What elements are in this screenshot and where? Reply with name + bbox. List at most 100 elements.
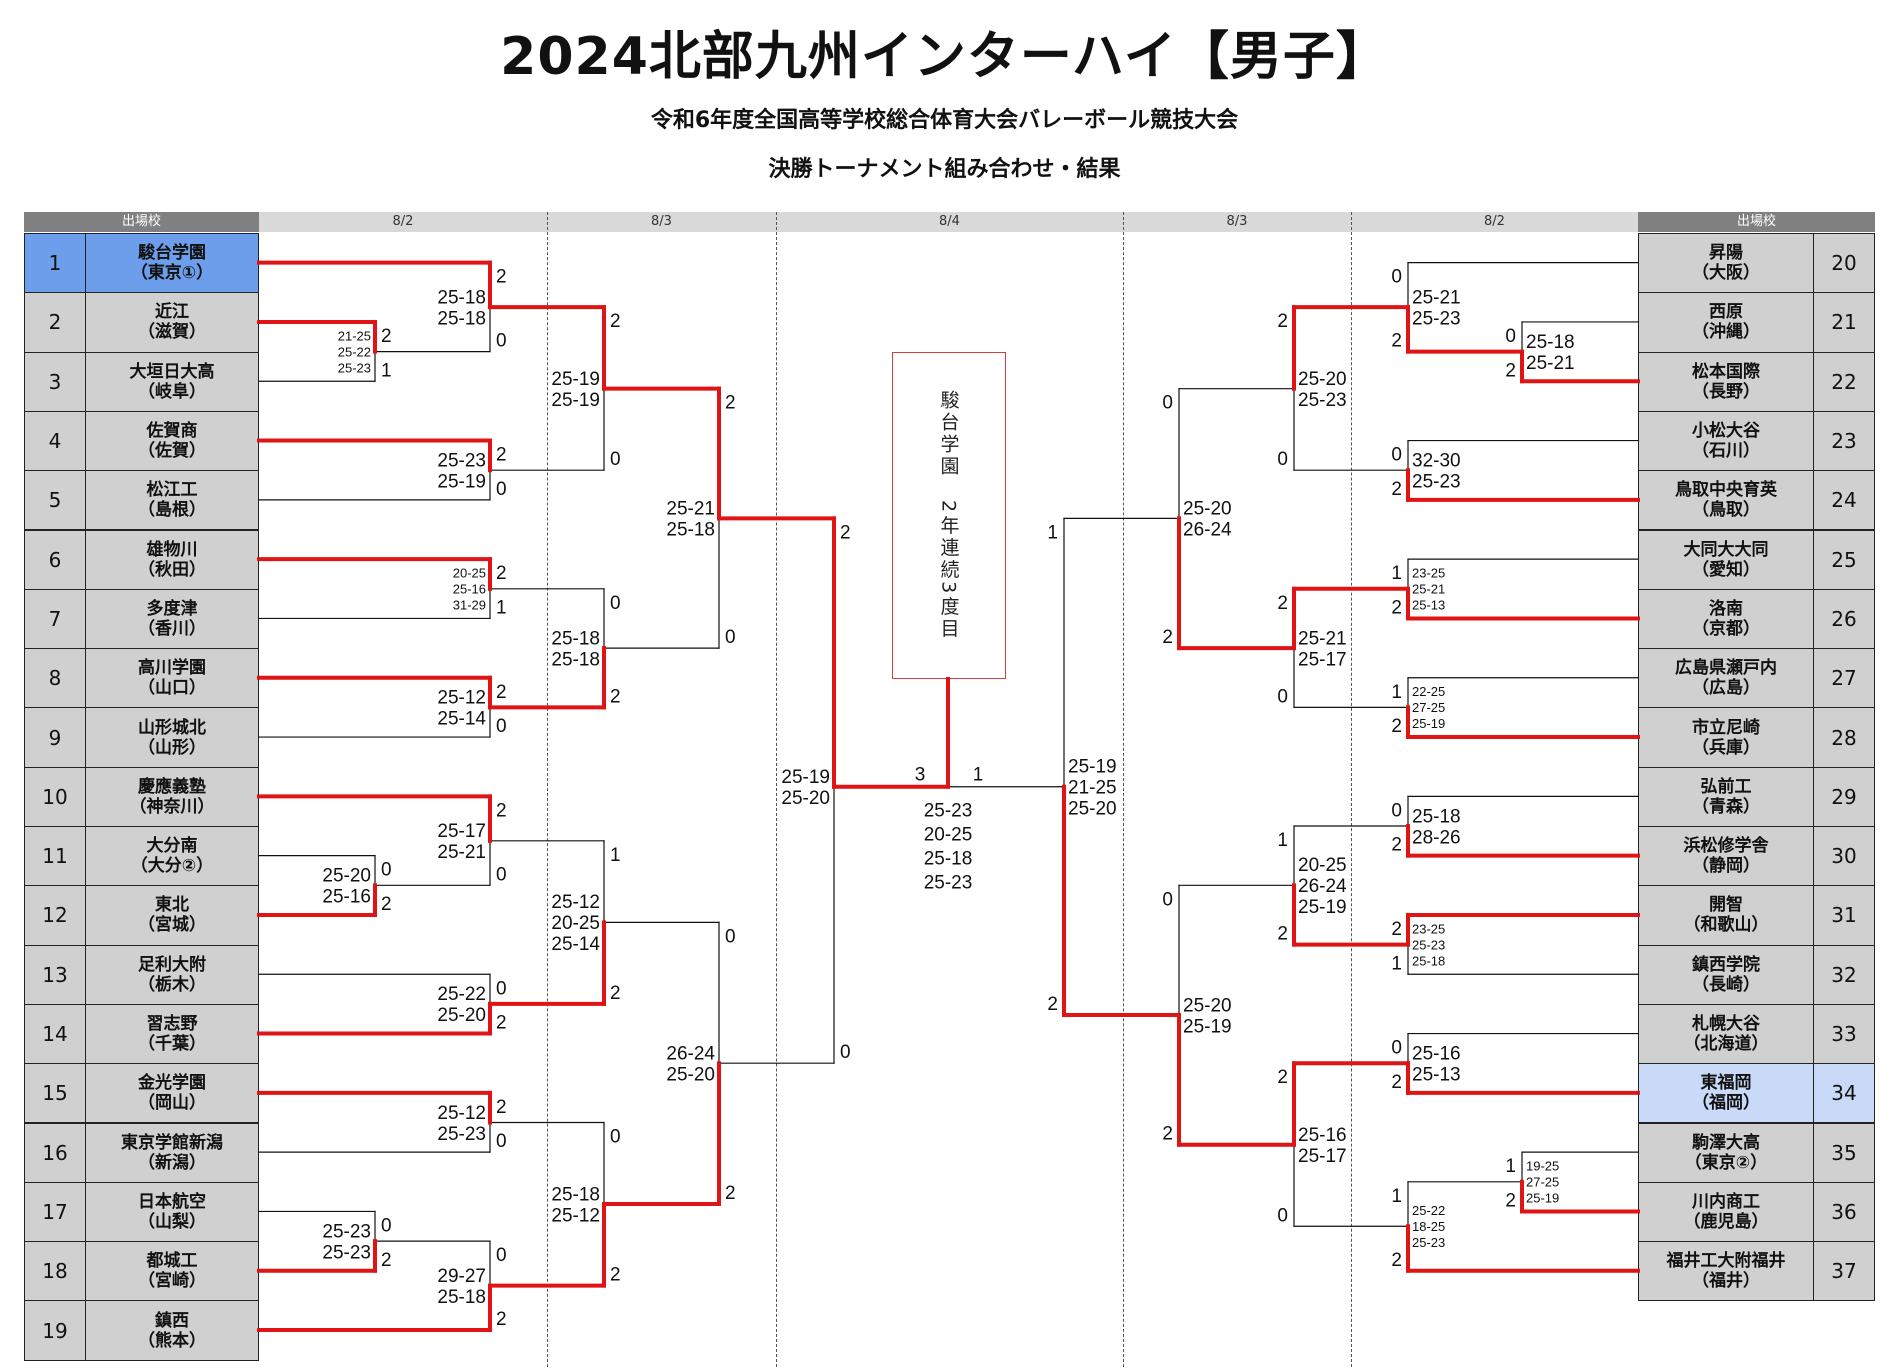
- sets-won-count: 2: [1277, 1067, 1288, 1088]
- team-name: 慶應義塾: [138, 776, 206, 797]
- sets-won-count: 0: [496, 479, 507, 500]
- team-prefecture: （大阪）: [1692, 263, 1760, 284]
- set-score: 25-23: [1412, 308, 1461, 329]
- sets-won-count: 1: [1391, 682, 1402, 703]
- set-score: 28-26: [1412, 827, 1461, 848]
- sets-won-count: 0: [610, 593, 621, 614]
- set-score: 25-21: [1412, 287, 1461, 308]
- set-score: 25-19: [1412, 716, 1445, 731]
- set-score: 25-23: [437, 1124, 486, 1145]
- set-score: 26-24: [1298, 876, 1347, 897]
- sets-won-count: 2: [381, 894, 392, 915]
- set-score: 25-18: [666, 520, 715, 541]
- set-score: 25-18: [1526, 332, 1575, 353]
- team-name: 松本国際: [1692, 361, 1760, 382]
- set-score: 25-19: [437, 472, 486, 493]
- set-score: 25-23: [437, 451, 486, 472]
- team-seed-number: 24: [1813, 470, 1875, 531]
- set-score: 25-16: [453, 581, 486, 596]
- sets-won-count: 0: [496, 1245, 507, 1266]
- column-divider: [1123, 212, 1124, 1367]
- team-name-cell: 広島県瀬戸内（広島）: [1638, 648, 1814, 709]
- sets-won-count: 1: [1391, 953, 1402, 974]
- team-name: 山形城北: [138, 717, 206, 738]
- team-prefecture: （福井）: [1692, 1271, 1760, 1292]
- team-prefecture: （広島）: [1692, 678, 1760, 699]
- team-prefecture: （佐賀）: [138, 441, 206, 462]
- set-score: 25-23: [338, 360, 371, 375]
- final-sets-won-left: 3: [915, 765, 926, 786]
- sets-won-count: 0: [1277, 1205, 1288, 1226]
- team-seed-number: 1: [24, 233, 86, 294]
- team-seed-number: 2: [24, 292, 86, 353]
- sets-won-count: 0: [1391, 267, 1402, 288]
- sets-won-count: 2: [381, 1250, 392, 1271]
- subtitle-event: 令和6年度全国高等学校総合体育大会バレーボール競技大会: [650, 108, 1239, 133]
- team-seed-number: 35: [1813, 1122, 1875, 1183]
- set-score: 25-23: [1298, 390, 1347, 411]
- team-prefecture: （兵庫）: [1692, 737, 1760, 758]
- team-seed-number: 10: [24, 766, 86, 827]
- team-name-cell: 大同大大同（愛知）: [1638, 529, 1814, 590]
- team-prefecture: （静岡）: [1692, 856, 1760, 877]
- team-prefecture: （宮崎）: [138, 1271, 206, 1292]
- team-name-cell: 足利大附（栃木）: [85, 944, 259, 1005]
- set-score: 23-25: [1412, 921, 1445, 936]
- sets-won-count: 2: [496, 445, 507, 466]
- team-name: 鎮西学院: [1692, 954, 1760, 975]
- team-name: 川内商工: [1692, 1191, 1760, 1212]
- set-score: 25-21: [1412, 581, 1445, 596]
- final-set-score: 20-25: [924, 825, 973, 846]
- set-score: 25-23: [1412, 937, 1445, 952]
- team-name-cell: 鎮西（熊本）: [85, 1300, 259, 1361]
- team-name: 浜松修学舎: [1683, 836, 1769, 857]
- team-name: 市立尼崎: [1692, 717, 1760, 738]
- set-score: 25-19: [781, 767, 830, 788]
- set-score: 21-25: [1068, 778, 1117, 799]
- sets-won-count: 2: [1391, 331, 1402, 352]
- set-score: 20-25: [1298, 855, 1347, 876]
- set-score: 25-12: [437, 1103, 486, 1124]
- final-sets-won-right: 1: [973, 765, 984, 786]
- set-score: 25-22: [1412, 1203, 1445, 1218]
- sets-won-count: 0: [610, 449, 621, 470]
- set-score: 25-19: [1526, 1190, 1559, 1205]
- team-name: 金光学園: [138, 1073, 206, 1094]
- sets-won-count: 2: [725, 1183, 736, 1204]
- sets-won-count: 2: [496, 563, 507, 584]
- sets-won-count: 2: [381, 326, 392, 347]
- team-prefecture: （香川）: [138, 618, 206, 639]
- set-score: 25-12: [551, 1205, 600, 1226]
- team-seed-number: 29: [1813, 766, 1875, 827]
- team-seed-number: 33: [1813, 1003, 1875, 1065]
- team-prefecture: （鹿児島）: [1683, 1211, 1769, 1232]
- sets-won-count: 2: [1391, 919, 1402, 940]
- date-header-left-r2: 8/3: [547, 212, 776, 232]
- sets-won-count: 2: [1162, 627, 1173, 648]
- sets-won-count: 1: [1391, 563, 1402, 584]
- winner-path-lines: [257, 260, 1640, 1333]
- champion-text: 駿台学園 2年連続3度目: [937, 390, 960, 641]
- team-prefecture: （石川）: [1692, 441, 1760, 462]
- sets-won-count: 2: [1277, 311, 1288, 332]
- sets-won-count: 2: [1277, 924, 1288, 945]
- set-score: 20-25: [551, 913, 600, 934]
- date-header-final: 8/4: [776, 212, 1123, 232]
- team-name-cell: 慶應義塾（神奈川）: [85, 766, 259, 827]
- sets-won-count: 0: [725, 926, 736, 947]
- sets-won-count: 2: [1505, 360, 1516, 381]
- sets-won-count: 2: [1391, 1072, 1402, 1093]
- team-prefecture: （熊本）: [138, 1330, 206, 1351]
- sets-won-count: 2: [496, 1013, 507, 1034]
- team-prefecture: （青森）: [1692, 796, 1760, 817]
- team-name: 松江工: [146, 480, 198, 501]
- team-seed-number: 18: [24, 1241, 86, 1302]
- set-score: 25-23: [1412, 472, 1461, 493]
- sets-won-count: 2: [496, 1309, 507, 1330]
- column-divider: [1351, 212, 1352, 1367]
- set-score: 25-20: [1183, 499, 1232, 520]
- team-prefecture: （愛知）: [1692, 559, 1760, 580]
- sets-won-count: 2: [610, 311, 621, 332]
- sets-won-count: 0: [1277, 449, 1288, 470]
